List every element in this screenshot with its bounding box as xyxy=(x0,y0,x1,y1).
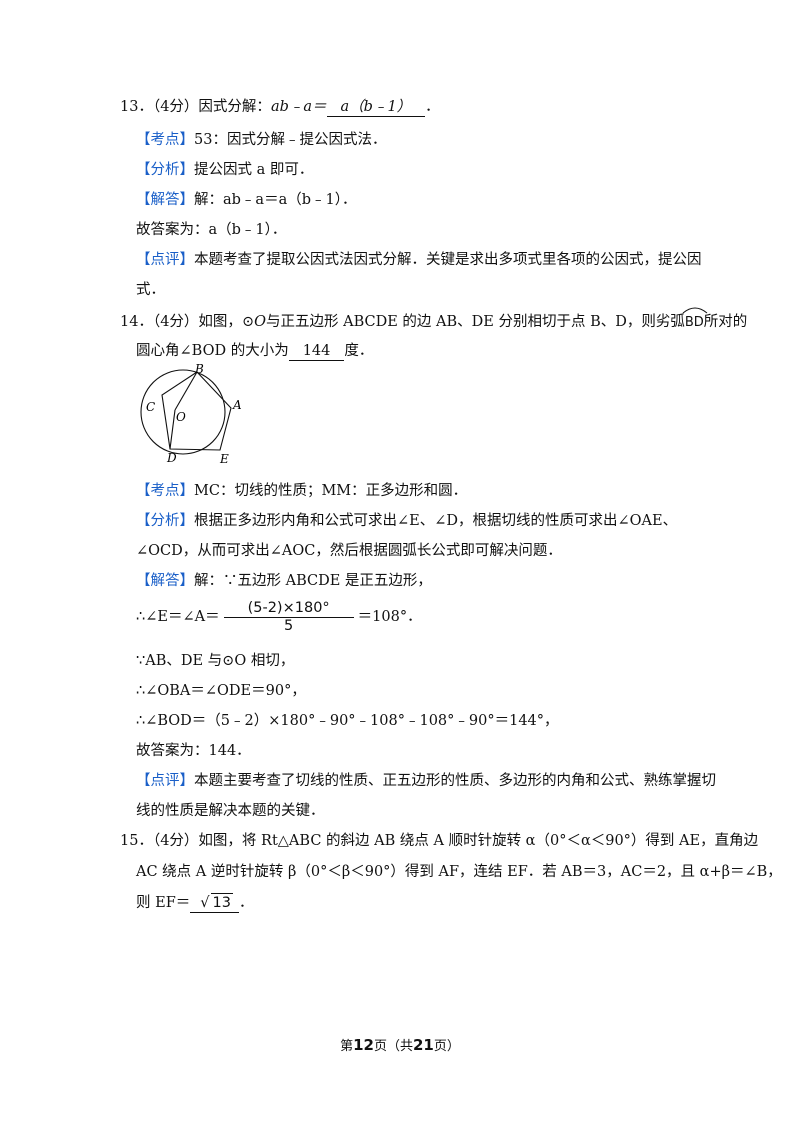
label-b: B xyxy=(194,362,204,376)
pentagon-abcde xyxy=(161,371,232,451)
page-number: 12 xyxy=(353,1036,374,1054)
q13-stem: 13．（4分）因式分解：ab﹣a＝a（b﹣1）． xyxy=(120,98,440,117)
q13-jieda: 【解答】解：ab﹣a＝a（b﹣1）． xyxy=(136,192,357,208)
q13-fenxi: 【分析】提公因式 a 即可． xyxy=(136,162,314,178)
dianping-tag: 【点评】 xyxy=(136,773,194,789)
q15-line-2: AC 绕点 A 逆时针旋转 β（0°＜β＜90°）得到 AF，连结 EF．若 A… xyxy=(136,864,782,880)
q15-line-1: 15．（4分）如图，将 Rt△ABC 的斜边 AB 绕点 A 顺时针旋转 α（0… xyxy=(120,833,759,849)
q13-kaodian: 【考点】53：因式分解﹣提公因式法． xyxy=(136,132,387,148)
arc-bd: BD xyxy=(682,307,708,333)
q14-jieda-fraction-line: ∴∠E＝∠A＝(5-2)×180°5＝108°． xyxy=(136,600,422,634)
label-a: A xyxy=(232,398,242,412)
q13-dianping-cont: 式． xyxy=(136,282,165,298)
label-d: D xyxy=(166,451,177,465)
q14-stem-1: 14．（4分）如图，⊙O与正五边形 ABCDE 的边 AB、DE 分别相切于点 … xyxy=(120,307,747,333)
q14-kaodian: 【考点】MC：切线的性质；MM：正多边形和圆． xyxy=(136,483,468,499)
fenxi-tag: 【分析】 xyxy=(136,513,194,529)
q14-dianping-cont: 线的性质是解决本题的关键． xyxy=(136,803,325,819)
segment-ob xyxy=(174,371,198,411)
dianping-tag: 【点评】 xyxy=(136,252,194,268)
label-e: E xyxy=(219,452,229,466)
label-c: C xyxy=(146,400,155,414)
label-o: O xyxy=(176,410,186,424)
q14-dianping: 【点评】本题主要考查了切线的性质、正五边形的性质、多边形的内角和公式、熟练掌握切 xyxy=(136,773,716,789)
q15-answer: √13 xyxy=(190,893,239,913)
arc-mark-icon xyxy=(682,307,708,314)
q14-fenxi: 【分析】根据正多边形内角和公式可求出∠E、∠D，根据切线的性质可求出∠OAE、 xyxy=(136,513,678,529)
q14-figure: B C O A D E xyxy=(140,362,242,466)
q15-line-3: 则 EF＝√13． xyxy=(136,893,254,913)
jieda-tag: 【解答】 xyxy=(136,192,194,208)
q14-guda: 故答案为：144． xyxy=(136,743,251,759)
fraction: (5-2)×180°5 xyxy=(223,600,354,634)
q13-answer: a（b﹣1） xyxy=(326,98,426,117)
jieda-tag: 【解答】 xyxy=(136,573,194,589)
circle-o xyxy=(140,369,226,455)
q14-jieda-5: ∴∠BOD＝（5﹣2）×180°﹣90°﹣108°﹣108°﹣90°＝144°， xyxy=(136,713,559,729)
q14-jieda-3: ∵AB、DE 与⊙O 相切， xyxy=(136,653,295,669)
segment-od xyxy=(169,409,176,450)
page-footer: 第12页（共21页） xyxy=(340,1036,460,1054)
q14-jieda: 【解答】解：∵五边形 ABCDE 是正五边形， xyxy=(136,573,432,589)
kaodian-tag: 【考点】 xyxy=(136,483,194,499)
q14-fenxi-cont: ∠OCD，从而可求出∠AOC，然后根据圆弧长公式即可解决问题． xyxy=(136,543,562,559)
page-total: 21 xyxy=(413,1036,434,1054)
fenxi-tag: 【分析】 xyxy=(136,162,194,178)
q14-jieda-4: ∴∠OBA＝∠ODE＝90°， xyxy=(136,683,306,699)
kaodian-tag: 【考点】 xyxy=(136,132,194,148)
q13-dianping: 【点评】本题考查了提取公因式法因式分解．关键是求出多项式里各项的公因式，提公因 xyxy=(136,252,702,268)
q14-answer: 144 xyxy=(288,342,345,361)
q13-guda: 故答案为：a（b﹣1）． xyxy=(136,222,287,238)
